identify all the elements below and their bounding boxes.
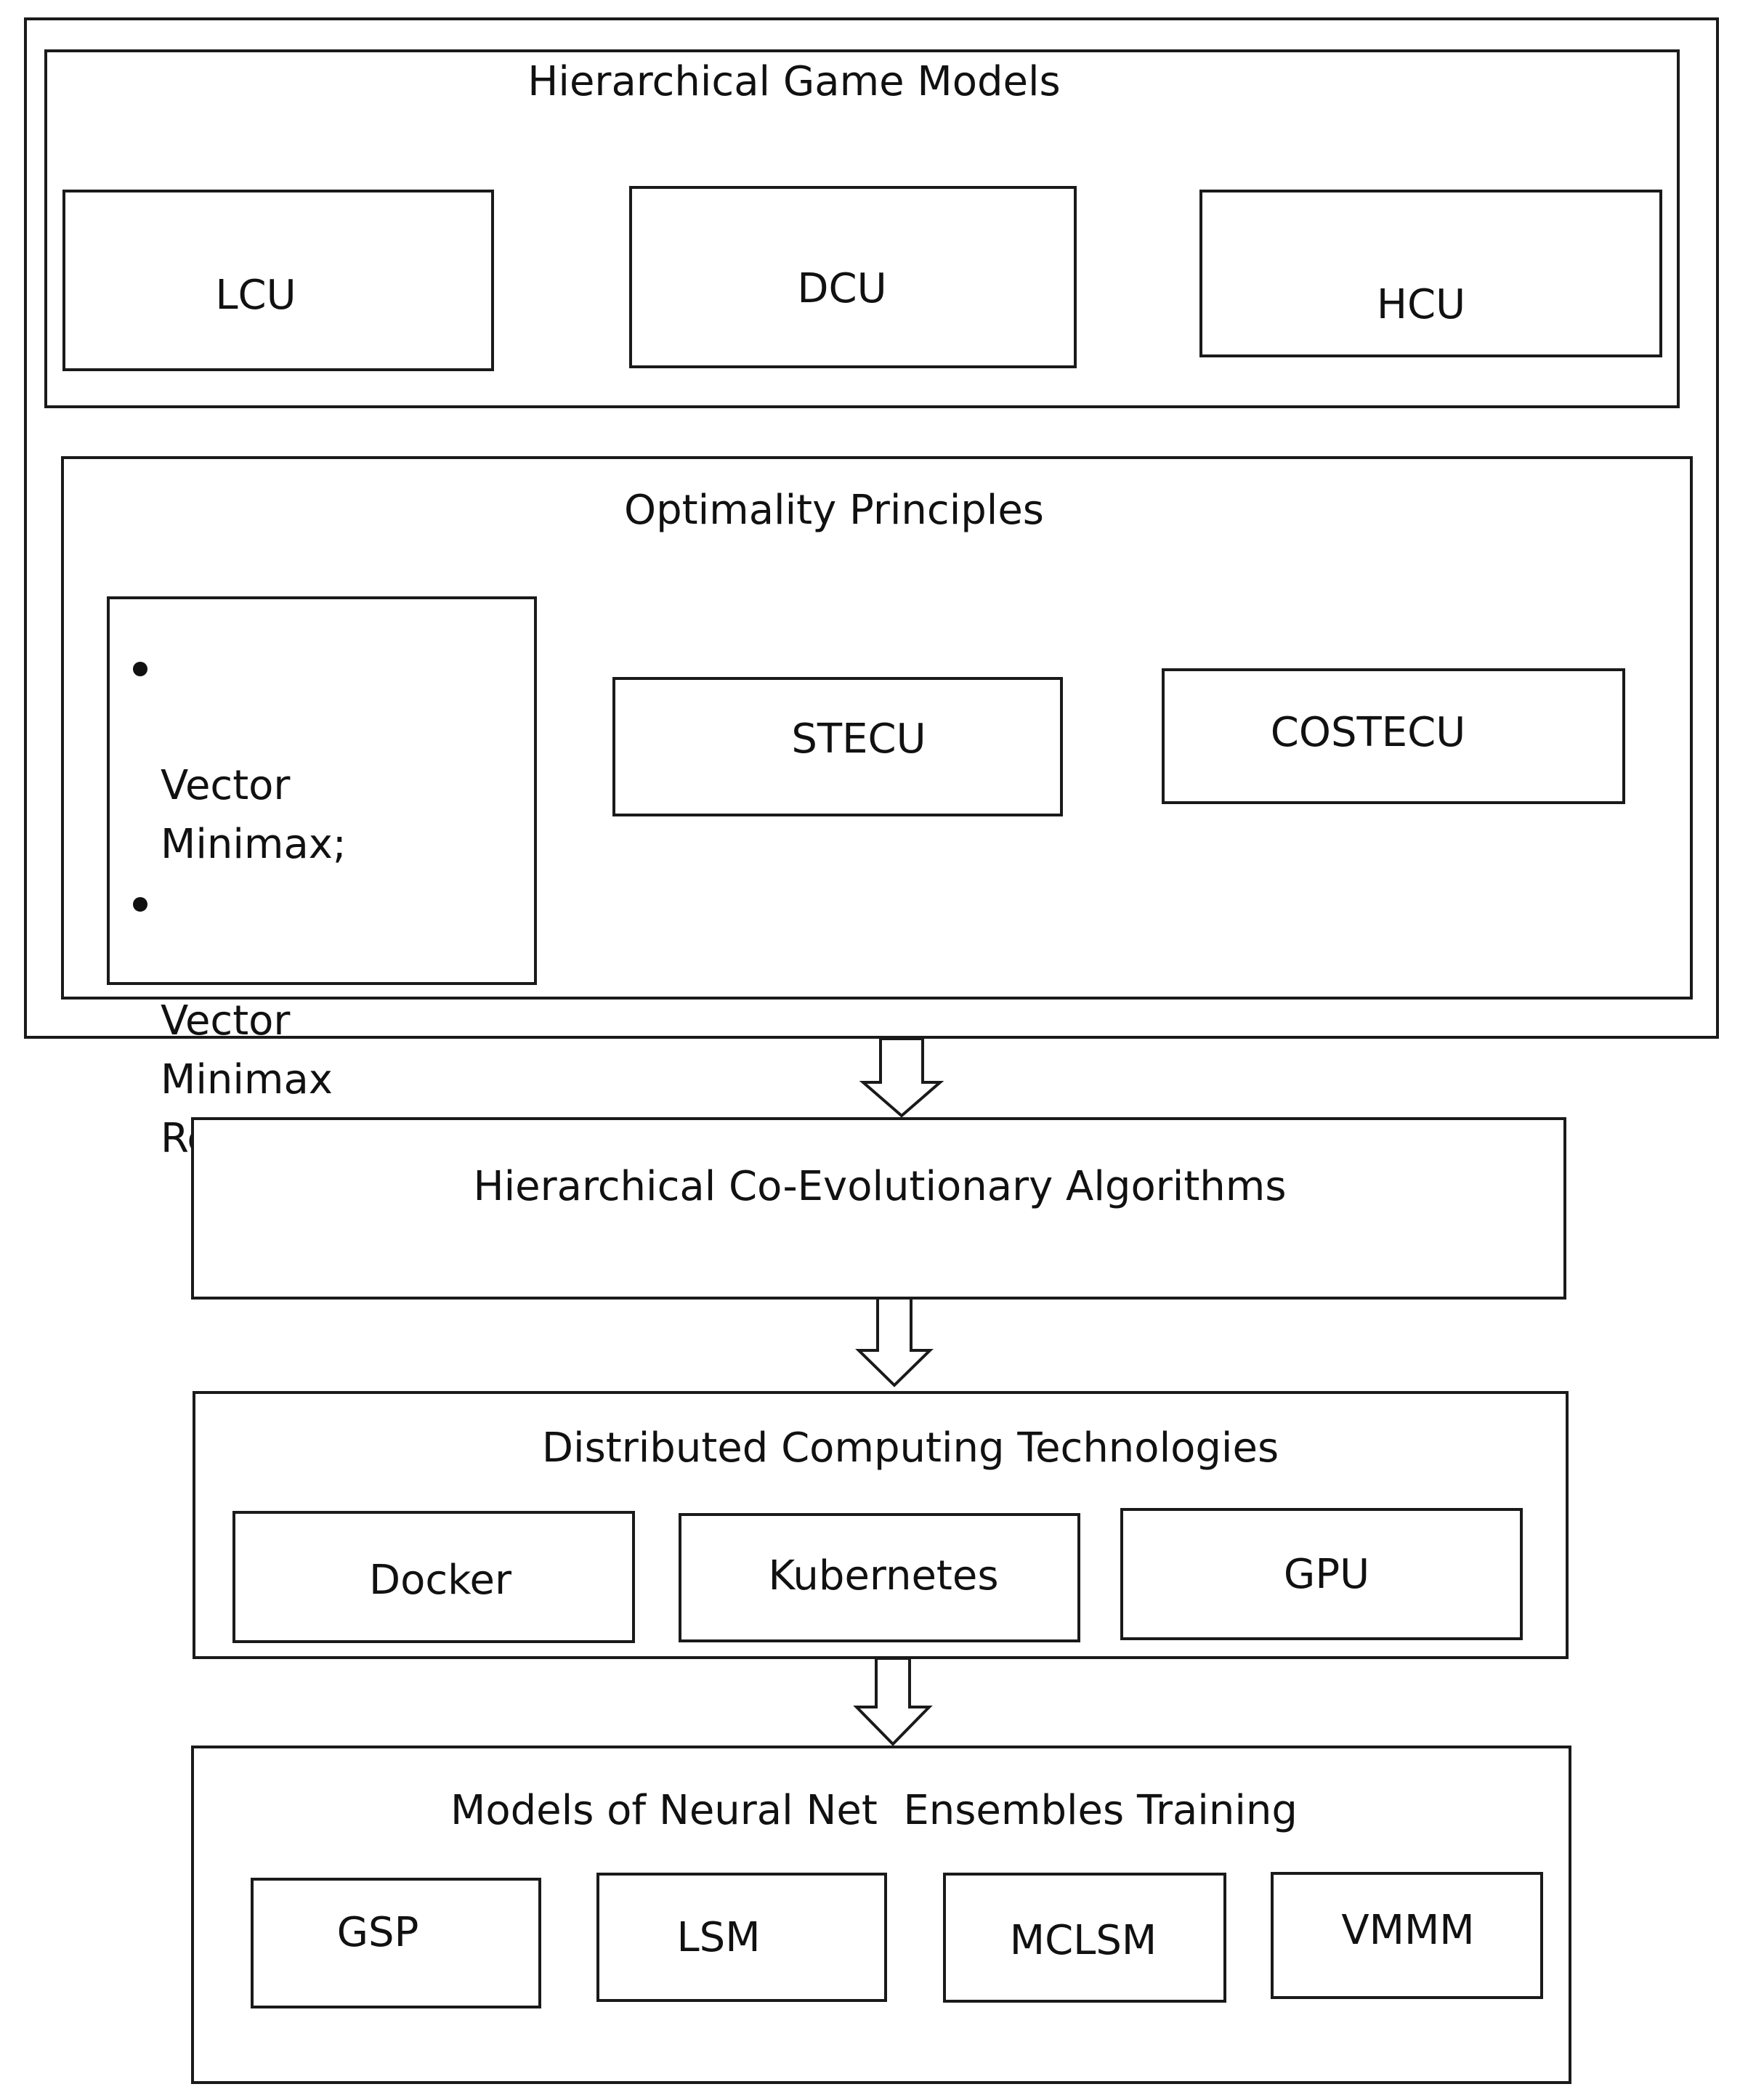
- lsm-box: LSM: [596, 1873, 887, 2002]
- arrow-down-icon: [855, 1297, 934, 1387]
- lsm-label: LSM: [676, 1914, 761, 1961]
- vector-minimax-list: Vector Minimax; Vector Minimax Regret.: [130, 638, 347, 1168]
- stecu-box: STECU: [612, 677, 1063, 816]
- co-evolutionary-title: Hierarchical Co-Evolutionary Algorithms: [473, 1163, 1287, 1210]
- mclsm-label: MCLSM: [1009, 1917, 1157, 1964]
- mclsm-box: MCLSM: [943, 1873, 1226, 2003]
- bullet-text: Vector Minimax;: [161, 762, 347, 868]
- stecu-label: STECU: [791, 715, 926, 763]
- vmmm-box: VMMM: [1271, 1872, 1543, 1999]
- gsp-label: GSP: [336, 1909, 419, 1956]
- kubernetes-box: Kubernetes: [679, 1513, 1080, 1642]
- hierarchical-game-models-title: Hierarchical Game Models: [527, 58, 1061, 105]
- vector-minimax-box: Vector Minimax; Vector Minimax Regret.: [107, 596, 537, 1162]
- costecu-box: COSTECU: [1162, 668, 1625, 804]
- lcu-label: LCU: [215, 272, 296, 319]
- hcu-label: HCU: [1376, 281, 1466, 328]
- distributed-computing-title: Distributed Computing Technologies: [541, 1424, 1279, 1472]
- list-item: Vector Minimax;: [130, 638, 347, 874]
- docker-label: Docker: [368, 1557, 512, 1604]
- kubernetes-label: Kubernetes: [768, 1552, 999, 1600]
- bullet-icon: [133, 897, 147, 912]
- optimality-principles-title: Optimality Principles: [624, 487, 1044, 534]
- dcu-label: DCU: [797, 265, 887, 312]
- hcu-box: HCU: [1199, 190, 1662, 357]
- docker-box: Docker: [232, 1511, 635, 1643]
- costecu-label: COSTECU: [1270, 709, 1466, 756]
- vmmm-label: VMMM: [1341, 1907, 1475, 1954]
- dcu-box: DCU: [629, 186, 1077, 368]
- gsp-box: GSP: [251, 1878, 541, 2008]
- gpu-box: GPU: [1120, 1508, 1523, 1640]
- co-evolutionary-box: [191, 1117, 1566, 1300]
- bullet-icon: [133, 662, 147, 676]
- arrow-down-icon: [853, 1657, 933, 1746]
- neural-ensembles-title: Models of Neural Net Ensembles Training: [450, 1787, 1298, 1834]
- lcu-box: LCU: [62, 190, 494, 371]
- arrow-down-icon: [859, 1037, 944, 1118]
- gpu-label: GPU: [1283, 1551, 1370, 1598]
